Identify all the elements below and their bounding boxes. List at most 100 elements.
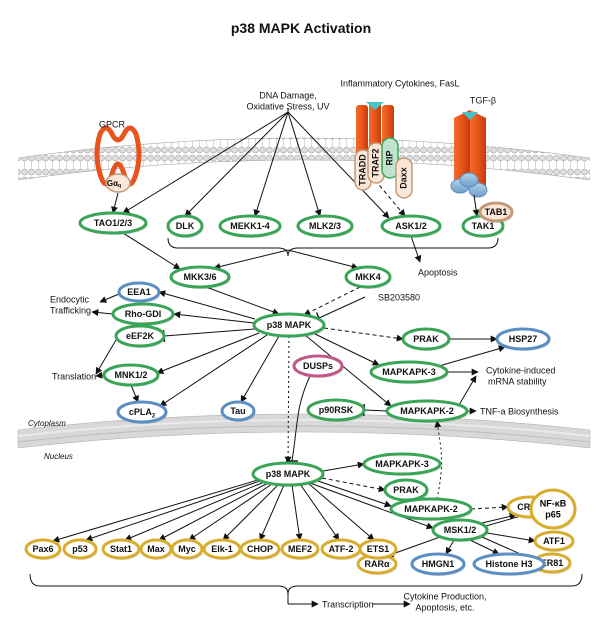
- mkk4-node: [344, 265, 392, 289]
- galpha-node: [105, 173, 131, 193]
- pax6-node: [24, 538, 62, 560]
- tab1-node: [478, 201, 514, 223]
- adaptor-daxx-label: Daxx: [398, 167, 408, 189]
- nfkb-sublabel: p65: [545, 509, 561, 519]
- mapkapk3-node: [369, 360, 449, 384]
- mlk23-label: MLK2/3: [309, 221, 341, 231]
- mlk23-node: [296, 214, 354, 238]
- edge-55: [91, 309, 114, 317]
- mekk14-label: MEKK1-4: [230, 221, 270, 231]
- atf2-label: ATF-2: [329, 544, 354, 554]
- edge-49: [222, 484, 279, 541]
- apoptosis-label: Apoptosis: [418, 267, 458, 277]
- edge-18: [159, 334, 268, 407]
- dna-damage-label: DNA Damage,: [259, 90, 317, 100]
- edge-28: [363, 409, 388, 412]
- edge-48: [188, 483, 273, 541]
- mapkapk3n-node: [362, 452, 442, 476]
- edge-15: [173, 311, 255, 324]
- edge-4: [287, 111, 390, 219]
- edge-14: [158, 290, 256, 320]
- mapkapk2n-label: MAPKAPK-2: [404, 504, 458, 514]
- myc-label: Myc: [178, 544, 196, 554]
- edge-20: [323, 327, 404, 342]
- edges-layer: [29, 108, 583, 608]
- mapkapk3-label: MAPKAPK-3: [382, 367, 436, 377]
- outcome-1-label: Cytokine Production,: [403, 591, 486, 601]
- edge-11: [205, 286, 280, 316]
- translation-label: Translation: [52, 371, 96, 381]
- edge-8: [122, 232, 181, 270]
- hmgn1-label: HMGN1: [422, 559, 455, 569]
- mkk36-label: MKK3/6: [183, 272, 216, 282]
- endocytic-label: Endocytic: [50, 294, 90, 304]
- outcome-2-label: Apoptosis, etc.: [415, 602, 474, 612]
- p53-label: p53: [72, 544, 88, 554]
- edge-45: [85, 480, 261, 542]
- tak1-label: TAK1: [472, 221, 495, 231]
- prakn-label: PRAK: [393, 485, 419, 495]
- rara-label: RARα: [364, 559, 389, 569]
- msk12-node: [431, 518, 489, 542]
- trafficking-label: Trafficking: [50, 305, 91, 315]
- edge-52: [299, 483, 340, 541]
- mapkapk2-node: [385, 399, 469, 423]
- hsp27-label: HSP27: [509, 334, 538, 344]
- diagram-title: p38 MAPK Activation: [230, 20, 372, 36]
- edge-42: [445, 539, 455, 555]
- p38n-label: p38 MAPK: [266, 469, 311, 479]
- tgfb-receptor: [450, 110, 488, 198]
- mapkapk2n-node: [389, 497, 473, 521]
- edge-43: [469, 539, 500, 555]
- edge-17: [156, 332, 260, 374]
- edge-47: [158, 482, 269, 541]
- gpcr-label: GPCR: [99, 119, 126, 129]
- ask12-node: [380, 214, 442, 238]
- edge-23: [284, 335, 292, 464]
- edge-19: [240, 335, 280, 403]
- edge-33: [321, 477, 386, 493]
- edge-57: [95, 339, 117, 375]
- chop-node: [239, 538, 281, 560]
- prak-label: PRAK: [413, 334, 439, 344]
- mekk14-node: [218, 214, 282, 238]
- nucleus-label: Nucleus: [44, 452, 73, 461]
- eea1-label: EEA1: [127, 287, 151, 297]
- histone-label: Histone H3: [485, 559, 532, 569]
- inflammatory-label: Inflammatory Cytokines, FasL: [340, 78, 459, 88]
- plasma-membrane: [17, 137, 591, 181]
- elk1-label: Elk-1: [211, 544, 233, 554]
- atf1-label: ATF1: [543, 536, 565, 546]
- edge-51: [291, 484, 303, 541]
- tao-label: TAO1/2/3: [94, 218, 132, 228]
- galpha-subscript: q: [118, 183, 121, 189]
- transcription-label: Transcription: [322, 599, 374, 609]
- cytokine-mrna-2-label: mRNA stability: [488, 376, 547, 386]
- tab1-label: TAB1: [485, 207, 508, 217]
- adaptor-daxx: [395, 157, 413, 199]
- edge-13: [318, 296, 366, 319]
- edge-0: [122, 111, 289, 214]
- edge-6: [374, 179, 406, 217]
- tnf-label: TNF-a Biosynthesis: [480, 406, 559, 416]
- mnk12-node: [102, 363, 160, 387]
- msk12-label: MSK1/2: [444, 525, 477, 535]
- ets1-node: [358, 538, 398, 560]
- edge-35: [309, 482, 434, 530]
- edge-9: [213, 249, 289, 270]
- edge-39: [486, 532, 536, 544]
- mapkkk-bracket: [167, 237, 499, 257]
- edge-37: [481, 513, 517, 524]
- edge-3: [287, 111, 322, 217]
- myc-node: [170, 538, 204, 560]
- prak-node: [401, 327, 451, 351]
- rhogdi-label: Rho-GDI: [125, 309, 162, 319]
- stat1-node: [101, 538, 141, 560]
- gpcr-receptor: [94, 125, 142, 187]
- sb203580-label: SB203580: [378, 292, 420, 302]
- eea1-node: [117, 281, 161, 303]
